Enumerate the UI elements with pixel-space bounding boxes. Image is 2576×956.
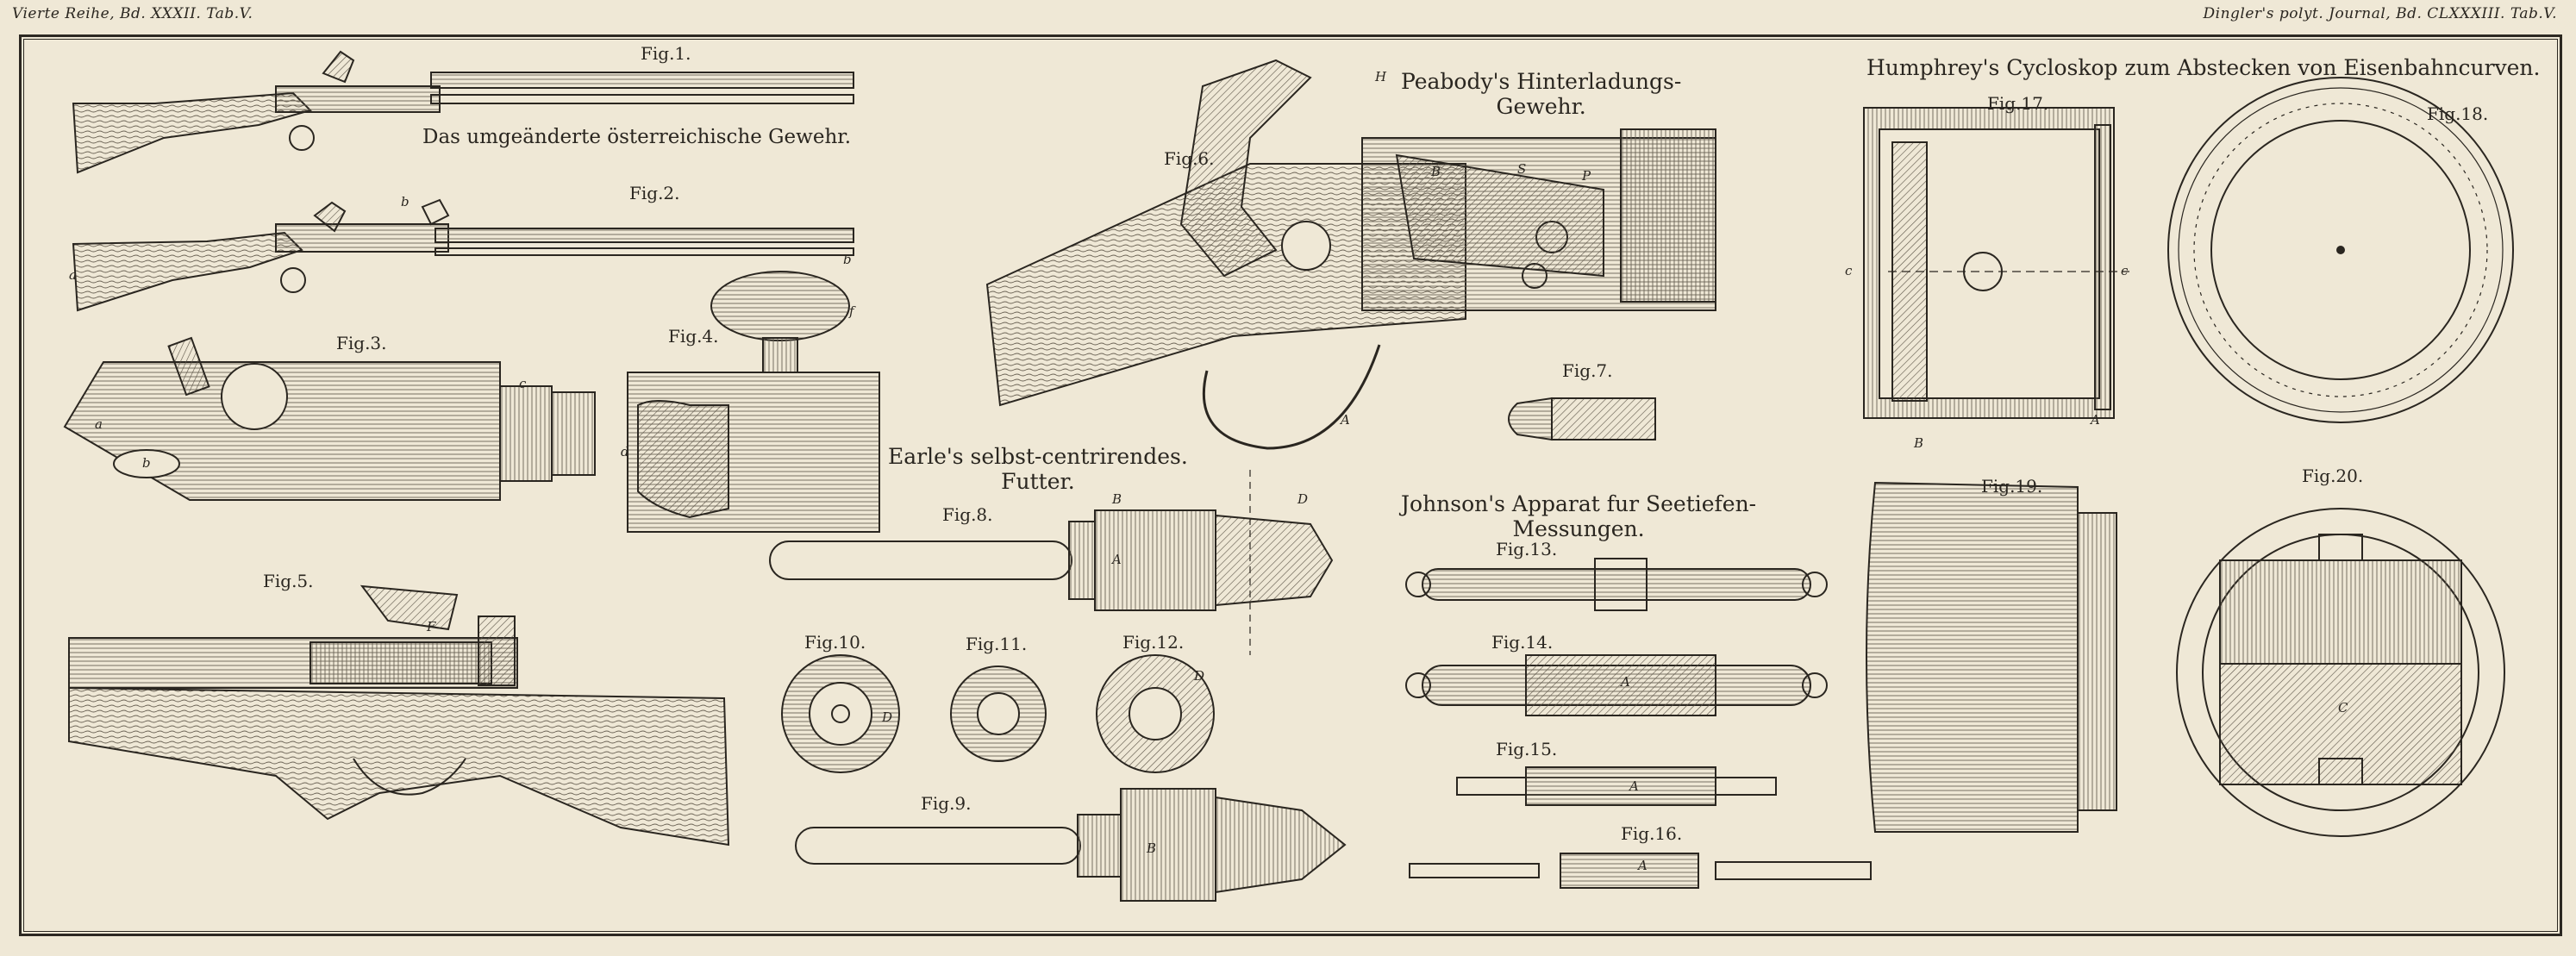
johnson-title-line1: Johnson's Apparat fur Seetiefen- [1401,491,1757,516]
fig2-letter-b: b [843,252,852,267]
fig7-label: Fig.7. [1562,360,1613,381]
fig3-letter-b: b [142,455,151,471]
fig17-label: Fig.17. [1987,93,2049,114]
fig8-letter-A: A [1112,552,1122,567]
fig3-letter-a: a [95,416,103,432]
austrian-rifle-title: Das umgeänderte österreichische Gewehr. [422,126,852,148]
fig17-cycloscope-section-drawing [1863,107,2129,419]
fig14-label: Fig.14. [1491,632,1554,653]
fig12-letter-D: D [1194,668,1205,684]
fig4-letter-d: d [621,444,629,459]
fig16-label: Fig.16. [1621,823,1683,844]
earle-title-line2: Futter. [1001,469,1075,494]
fig15-letter-A: A [1629,778,1639,794]
fig8-label: Fig.8. [942,504,993,525]
plate-series-header: Vierte Reihe, Bd. XXXII. Tab.V. [12,5,253,22]
fig8-letter-B: B [1112,491,1122,507]
humphrey-title: Humphrey's Cycloskop zum Abstecken von E… [1866,55,2541,80]
earle-title: Earle's selbst-centrirendes. Futter. [888,444,1188,494]
fig1-rifle-drawing [72,50,854,174]
peabody-title-line1: Peabody's Hinterladungs- [1401,69,1682,94]
fig2-rifle-drawing [72,198,854,312]
fig3-letter-c: c [519,376,527,391]
fig17-letter-c-right: c [2121,263,2129,278]
fig20-label: Fig.20. [2302,466,2364,486]
fig17-letter-B: B [1914,435,1924,451]
johnson-title-line2: Messungen. [1512,516,1645,541]
fig18-label: Fig.18. [2427,103,2489,124]
fig5-letter-F: F [427,619,436,634]
fig11-disc-drawing [950,665,1047,762]
fig6-letter-H: H [1375,69,1387,84]
fig10-label: Fig.10. [804,632,866,653]
fig12-disc-drawing [1096,654,1215,773]
fig3-breech-drawing [63,336,596,501]
fig6-letter-P: P [1582,168,1591,184]
fig15-label: Fig.15. [1496,739,1558,759]
peabody-title: Peabody's Hinterladungs- Gewehr. [1401,69,1681,119]
fig4-label: Fig.4. [668,326,719,347]
fig16-letter-A: A [1638,858,1648,873]
fig2-letter-a: a [69,267,77,283]
fig1-label: Fig.1. [641,43,691,64]
fig6-letter-A: A [1341,412,1350,428]
fig6-letter-B: B [1431,164,1441,179]
fig6-peabody-action-drawing [985,59,1716,450]
fig3-label: Fig.3. [336,333,387,353]
fig17-letter-A: A [2091,412,2100,428]
earle-title-line1: Earle's selbst-centrirendes. [888,444,1188,469]
fig14-letter-A: A [1621,674,1630,690]
fig9-chuck-drawing [795,788,1347,902]
fig17-letter-c-left: c [1845,263,1853,278]
fig20-cycloscope-plan-drawing [2176,508,2505,837]
fig12-label: Fig.12. [1122,632,1185,653]
fig5-label: Fig.5. [263,571,314,591]
journal-header: Dingler's polyt. Journal, Bd. CLXXXIII. … [2203,5,2557,22]
fig19-label: Fig.19. [1981,476,2043,497]
fig7-cartridge-drawing [1508,397,1656,441]
fig13-sounding-device-drawing [1405,558,1828,611]
fig18-cycloscope-dial-drawing [2167,77,2514,423]
peabody-title-line2: Gewehr. [1496,94,1586,119]
fig10-letter-D: D [882,709,893,725]
fig13-label: Fig.13. [1496,539,1558,559]
fig9-letter-B: B [1147,840,1157,856]
fig4-block-drawing [627,271,880,533]
plate-border [19,34,2562,936]
fig10-disc-drawing [781,654,900,773]
fig20-letter-C: C [2338,700,2348,715]
fig14-sounding-device-drawing [1405,654,1828,716]
fig2-label: Fig.2. [629,183,680,203]
fig15-sounding-device-drawing [1456,766,1777,806]
fig6-label: Fig.6. [1164,148,1215,169]
fig8-chuck-drawing [769,470,1334,655]
fig5-rifle-section-drawing [68,584,730,847]
fig4-letter-f: f [849,303,854,319]
fig2-letter-b-top: b [401,194,410,209]
fig19-cycloscope-body-drawing [1866,481,2117,833]
johnson-title: Johnson's Apparat fur Seetiefen- Messung… [1401,491,1756,541]
fig11-label: Fig.11. [966,634,1028,654]
fig16-sounding-device-drawing [1409,853,1872,889]
fig6-letter-S: S [1517,161,1527,177]
fig9-label: Fig.9. [921,793,972,814]
fig8-letter-D: D [1297,491,1309,507]
